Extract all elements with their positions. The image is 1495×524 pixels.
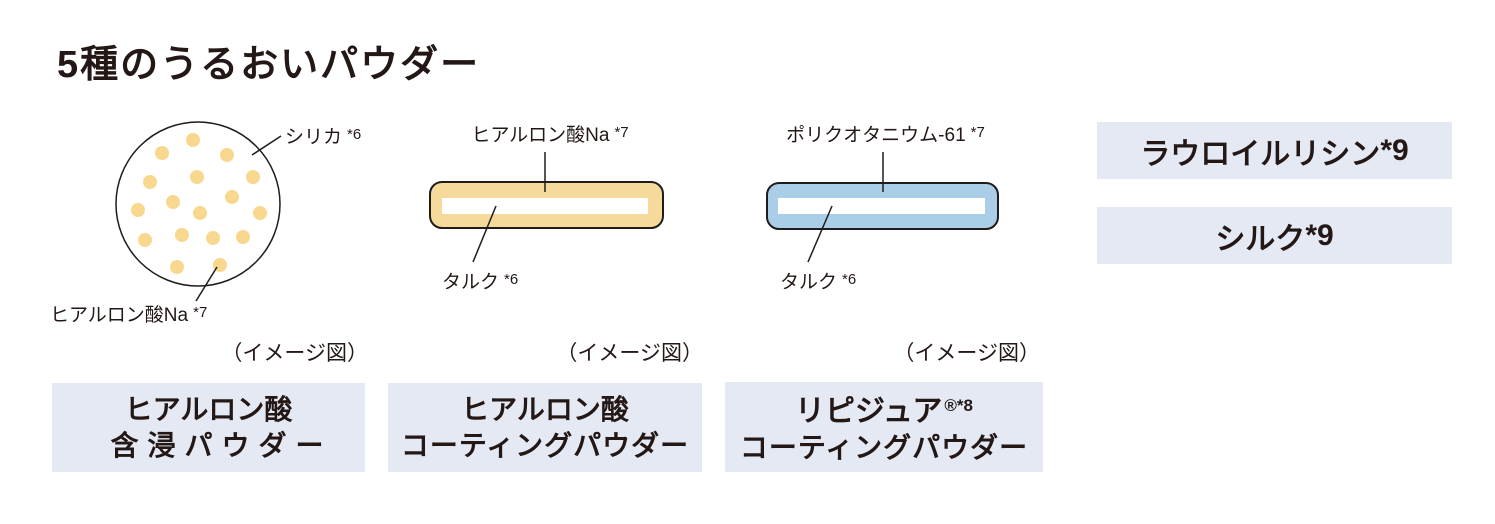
powder-name: ラウロイルリシン [1140,137,1381,171]
image-note: （イメージ図） [556,342,703,365]
footnote-ref: *6 [504,271,519,288]
lipidure-coating-illustration [766,152,999,263]
footnote-ref: *6 [842,271,857,288]
hyaluronic-leader-line [195,266,218,302]
annotation-text: ポリクオタニウム-61 [786,125,966,146]
talc-core [778,198,985,214]
annotation-talc: タルク*6 [780,267,856,294]
impregnated-powder-illustration [115,121,282,302]
powder-name: シルク [1215,222,1306,256]
footnote-ref: *9 [1305,218,1334,252]
side-powder-lauroyl-lysine: ラウロイルリシン*9 [1097,122,1452,179]
annotation-text: タルク [780,272,838,293]
powder-particle-circle [115,121,281,287]
annotation-text: タルク [442,272,500,293]
caption-hyaluronic-impregnated-powder: ヒアルロン酸 含浸パウダー [52,383,365,472]
caption-line: 含浸パウダー [110,429,333,461]
annotation-coating-hyaluronic: ヒアルロン酸Na*7 [430,120,670,147]
annotation-polyquaternium: ポリクオタニウム-61*7 [763,120,1008,147]
footnote-ref: *7 [193,304,208,321]
trademark-footnote-ref: ®*8 [944,396,973,415]
image-note: （イメージ図） [221,342,368,365]
caption-line: コーティングパウダー [400,429,690,461]
talc-leader-line [472,205,497,263]
talc-leader-line [807,205,833,263]
silica-leader-line [251,135,282,156]
caption-line: リピジュア®*8 [795,388,973,430]
caption-hyaluronic-coating-powder: ヒアルロン酸 コーティングパウダー [388,383,702,472]
annotation-silica: シリカ*6 [285,122,361,149]
hyaluronic-coating-illustration [429,152,664,263]
footnote-ref: *7 [614,124,629,141]
page-title: 5種のうるおいパウダー [57,44,481,86]
image-note: （イメージ図） [893,342,1040,365]
annotation-hyaluronic: ヒアルロン酸Na*7 [50,300,207,327]
annotation-text: ヒアルロン酸Na [471,125,610,146]
hyaluronic-dots [131,133,267,274]
side-powder-silk: シルク*9 [1097,207,1452,264]
talc-core [442,198,648,214]
caption-text: リピジュア [795,395,943,428]
annotation-text: シリカ [285,127,343,148]
caption-line: コーティングパウダー [739,432,1029,463]
footnote-ref: *7 [970,124,985,141]
caption-lipidure-coating-powder: リピジュア®*8 コーティングパウダー [725,382,1043,472]
caption-line: ヒアルロン酸 [461,393,629,425]
annotation-text: ヒアルロン酸Na [50,305,189,326]
footnote-ref: *9 [1380,133,1409,167]
caption-line: ヒアルロン酸 [124,393,293,425]
annotation-talc: タルク*6 [442,267,518,294]
footnote-ref: *6 [347,126,362,143]
